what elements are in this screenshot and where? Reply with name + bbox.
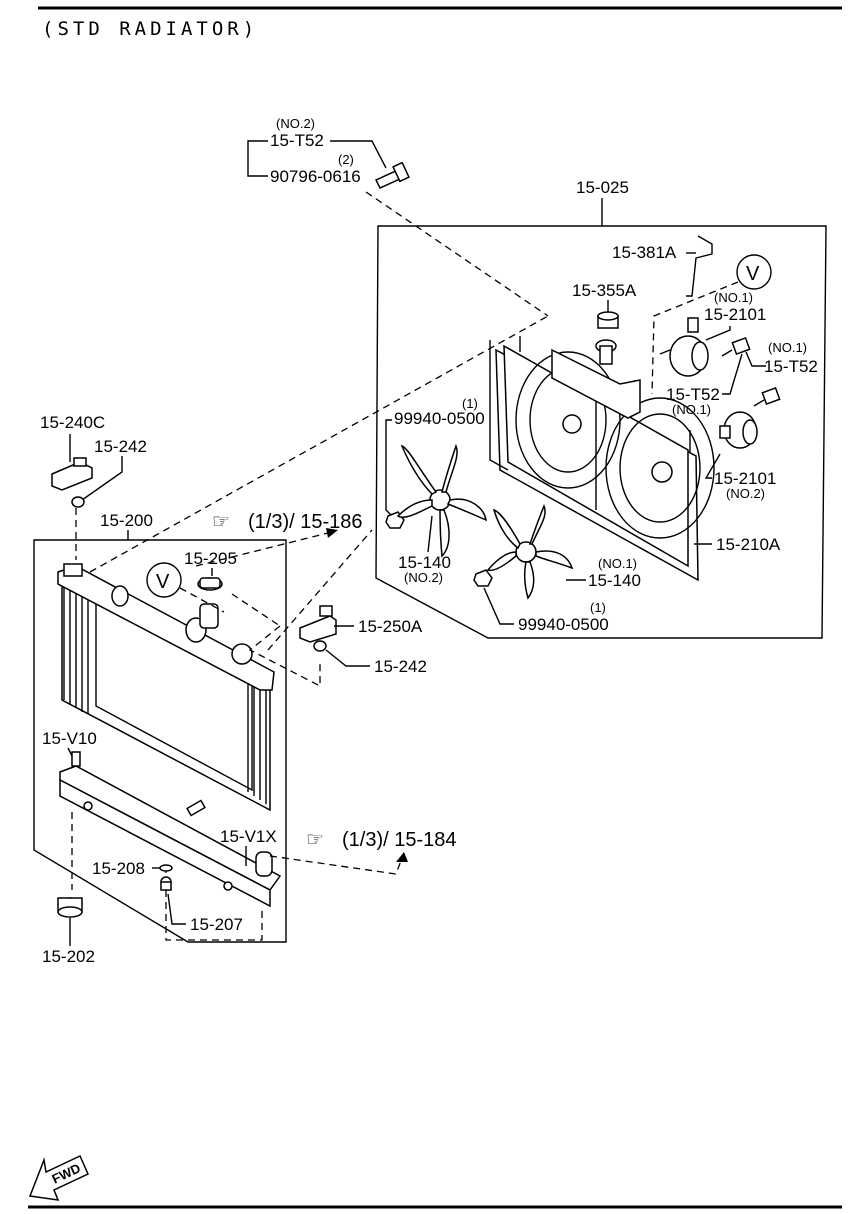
- label-15-140-no2: 15-140: [398, 553, 451, 572]
- dash-v-rad: [179, 587, 225, 613]
- fan-15-140-no2: [396, 443, 487, 558]
- cap-15-355a: [597, 311, 619, 329]
- pointing-hand-icon-184: ☞: [306, 829, 324, 851]
- ref-15-186: (1/3)/ 15-186: [248, 511, 363, 533]
- hose-15-381a: [686, 235, 713, 297]
- label-15-242-top: 15-242: [94, 437, 147, 456]
- callout-v-top-label: V: [746, 263, 760, 285]
- plug-15-207: [160, 876, 172, 891]
- bolt-t52-mid: [753, 387, 781, 407]
- nut-99940-b: [473, 569, 493, 587]
- dash-ref-184: [269, 855, 403, 875]
- label-15-t52-right: 15-T52: [764, 357, 818, 376]
- label-15-v1x: 15-V1X: [220, 827, 277, 846]
- leader-99940-b: [483, 587, 514, 625]
- label-qty1-b: (1): [590, 600, 606, 615]
- callout-v-rad: [146, 562, 182, 598]
- leader-99940-a: [385, 419, 395, 519]
- label-no1-t52-mid: (NO.1): [672, 402, 711, 417]
- fan-motor-no2: [719, 411, 758, 449]
- label-15-v10: 15-V10: [42, 729, 97, 748]
- bolt-t52-no1: [721, 337, 751, 357]
- leader-2101-no2: [704, 453, 721, 479]
- label-t52-top: 15-T52: [270, 131, 324, 150]
- label-15-025: 15-025: [576, 178, 629, 197]
- bracket-15-250a: [299, 605, 337, 643]
- leader-t52-mid: [722, 353, 743, 395]
- drain-15-202: [57, 897, 83, 918]
- fwd-arrow-icon: FWD: [28, 1154, 89, 1201]
- label-15-210a: 15-210A: [716, 535, 781, 554]
- arrow-ref-186: [326, 528, 338, 538]
- label-qty2: (2): [338, 152, 354, 167]
- fan-motor-no1: [659, 317, 709, 377]
- dash-bolt-to-shroud: [365, 191, 549, 317]
- label-15-202: 15-202: [42, 947, 95, 966]
- dash-rad-to-assy-1: [89, 315, 549, 573]
- reservoir-tank: [551, 339, 641, 419]
- radiator-frame: [33, 539, 287, 943]
- leader-t52-top: [330, 140, 387, 169]
- shroud-15-210a: [489, 336, 715, 582]
- label-15-240c: 15-240C: [40, 413, 105, 432]
- leader-2101-no1: [705, 326, 731, 341]
- label-15-355a: 15-355A: [572, 281, 637, 300]
- cushion-15-242-top: [71, 496, 85, 508]
- label-15-381a: 15-381A: [612, 243, 677, 262]
- label-15-205: 15-205: [184, 549, 237, 568]
- pointing-hand-icon-186: ☞: [212, 511, 230, 533]
- ref-15-184: (1/3)/ 15-184: [342, 829, 457, 851]
- leader-t52-right: [745, 351, 766, 367]
- bolt-90796: [374, 161, 410, 189]
- cushion-15-242-right: [313, 640, 327, 652]
- radiator-15-200: [57, 563, 275, 812]
- dash-drain-plug: [165, 866, 263, 941]
- label-15-2101-no1: 15-2101: [704, 305, 766, 324]
- leader-140-no2: [427, 515, 433, 553]
- dash-rad-bracket-2: [248, 625, 321, 688]
- label-15-2101-no2: 15-2101: [714, 469, 776, 488]
- label-no1-t52: (NO.1): [768, 340, 807, 355]
- label-15-208: 15-208: [92, 859, 145, 878]
- label-no1-motor: (NO.1): [714, 290, 753, 305]
- label-90796: 90796-0616: [270, 167, 361, 186]
- fan-assembly-frame: [375, 225, 827, 639]
- lower-tank-15-v1x: [59, 751, 282, 908]
- callout-v-rad-label: V: [156, 571, 170, 593]
- dash-v-top: [651, 281, 739, 395]
- label-15-140-no1: 15-140: [588, 571, 641, 590]
- bracket-line-top: [247, 140, 268, 177]
- leader-207: [167, 893, 186, 925]
- label-15-200: 15-200: [100, 511, 153, 530]
- label-15-242-right: 15-242: [374, 657, 427, 676]
- leader-242-right: [325, 649, 370, 667]
- dash-rad-bracket: [231, 593, 281, 627]
- label-99940-a: 99940-0500: [394, 409, 485, 428]
- bracket-15-240c: [51, 457, 93, 491]
- label-no1-fan: (NO.1): [598, 556, 637, 571]
- cap-15-205: [197, 577, 223, 591]
- label-no2-fan: (NO.2): [404, 570, 443, 585]
- callout-v-top: [736, 254, 772, 290]
- label-no2-motor: (NO.2): [726, 486, 765, 501]
- label-15-250a: 15-250A: [358, 617, 423, 636]
- leader-242-top: [81, 456, 123, 501]
- label-15-207: 15-207: [190, 915, 243, 934]
- label-99940-b: 99940-0500: [518, 615, 609, 634]
- arrow-ref-184: [396, 852, 408, 862]
- label-qty1-a: (1): [462, 396, 478, 411]
- label-no2-top: (NO.2): [276, 116, 315, 131]
- gasket-15-208: [159, 864, 173, 872]
- fan-15-140-no1: [486, 503, 574, 600]
- page-title: (STD RADIATOR): [42, 18, 258, 40]
- label-15-t52-mid: 15-T52: [666, 385, 720, 404]
